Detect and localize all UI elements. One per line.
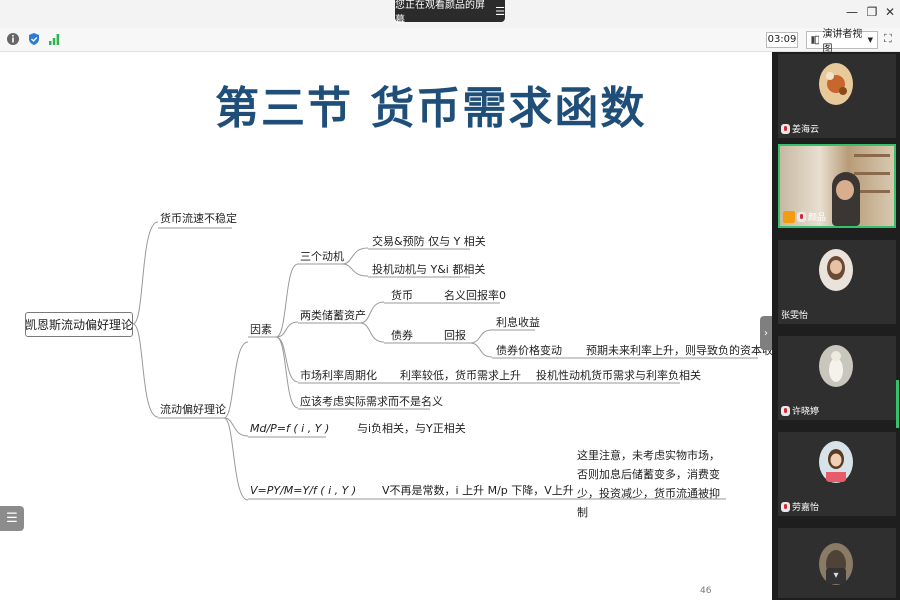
close-icon[interactable]: ✕ xyxy=(884,5,896,19)
speaker-view-button[interactable]: 演讲者视图 ▼ xyxy=(806,29,878,55)
mindmap-node-md-formula: Md/P=f ( i , Y ) xyxy=(250,422,330,435)
host-icon xyxy=(783,210,795,223)
panel-scroll-indicator[interactable] xyxy=(896,380,899,428)
chevron-down-icon: ▼ xyxy=(867,36,873,44)
participant-name-row: 姜海云 xyxy=(781,122,819,135)
participant-name: 姜海云 xyxy=(792,125,820,135)
mindmap-node-factors: 因素 xyxy=(250,323,272,336)
bookshelf xyxy=(854,154,890,157)
muted-mic-icon xyxy=(781,501,790,512)
participant-tile[interactable]: 许晓婷 xyxy=(778,336,896,420)
minimize-icon[interactable]: — xyxy=(846,5,858,19)
mindmap-connectors xyxy=(132,221,758,501)
participant-face xyxy=(836,180,854,200)
avatar xyxy=(819,63,853,105)
mindmap-node-bond-price-change: 债券价格变动 xyxy=(496,344,562,357)
mindmap-node-unstable-velocity: 货币流速不稳定 xyxy=(160,212,237,225)
muted-mic-icon xyxy=(781,405,790,416)
mindmap-node-rate-cycle: 市场利率周期化 xyxy=(300,369,377,382)
slide-menu-button[interactable]: ☰ xyxy=(0,506,24,531)
mindmap-node-two-assets: 两类储蓄资产 xyxy=(300,309,366,322)
view-layout-icon xyxy=(811,35,820,45)
info-icon[interactable] xyxy=(6,32,20,46)
screen-share-notice[interactable]: 您正在观看颜品的屏幕 ☰ xyxy=(395,0,505,26)
muted-mic-icon xyxy=(797,211,806,222)
meeting-timer: 03:09 xyxy=(766,32,798,48)
mindmap-node-return: 回报 xyxy=(444,329,466,342)
shared-slide: 第三节 货币需求函数 xyxy=(0,52,784,600)
chevron-right-icon: › xyxy=(764,327,768,339)
restore-icon[interactable]: ❐ xyxy=(866,5,878,19)
mindmap-node-v-relation: V不再是常数，i 上升 M/p 下降，V上升 xyxy=(382,484,574,497)
participant-tile[interactable]: 劳嘉怡 xyxy=(778,432,896,516)
speaker-view-label: 演讲者视图 xyxy=(822,29,863,55)
participant-tile[interactable] xyxy=(778,528,896,598)
participants-panel: 姜海云 颜品 张雯怡 许晓婷 xyxy=(772,52,900,600)
window-title-bar: 您正在观看颜品的屏幕 ☰ — ❐ ✕ xyxy=(0,0,900,28)
participant-name: 劳嘉怡 xyxy=(792,503,820,513)
mindmap-node-v-note: 这里注意，未考虑实物市场，否则加息后储蓄变多，消费变少，投资减少，货币流通被抑制 xyxy=(577,449,720,519)
avatar xyxy=(819,441,853,483)
mindmap-node-transaction-motive: 交易&预防 仅与 Y 相关 xyxy=(372,235,486,248)
mindmap-node-liquidity-preference: 流动偏好理论 xyxy=(160,403,226,416)
fullscreen-icon[interactable]: ⛶ xyxy=(884,32,892,45)
bookshelf xyxy=(854,172,890,175)
share-notice-text: 您正在观看颜品的屏幕 xyxy=(395,0,485,26)
participant-name: 许晓婷 xyxy=(792,407,820,417)
menu-lines-icon[interactable]: ☰ xyxy=(495,4,505,18)
mindmap-node-low-rate: 利率较低，货币需求上升 xyxy=(400,369,521,382)
participant-name: 张雯怡 xyxy=(781,311,809,321)
mindmap-node-real-demand: 应该考虑实际需求而不是名义 xyxy=(300,395,443,408)
mindmap-node-interest-income: 利息收益 xyxy=(496,316,540,329)
mindmap-node-three-motives: 三个动机 xyxy=(300,250,344,263)
slide-page-number: 46 xyxy=(700,586,712,596)
mindmap-node-v-formula: V=PY/M=Y/f ( i , Y ) xyxy=(250,484,357,497)
mindmap-node-md-relation: 与i负相关，与Y正相关 xyxy=(357,422,466,435)
avatar xyxy=(819,249,853,291)
participant-tile[interactable]: 张雯怡 xyxy=(778,240,896,324)
mindmap-node-bond-price-note: 预期未来利率上升，则导致负的资本收益 xyxy=(586,344,784,357)
participant-name-row: 张雯怡 xyxy=(781,308,808,321)
list-icon: ☰ xyxy=(6,511,18,526)
shield-icon[interactable] xyxy=(27,32,41,46)
slide-title: 第三节 货币需求函数 xyxy=(215,83,647,134)
participant-tile[interactable]: 姜海云 xyxy=(778,54,896,138)
meeting-toolbar: 03:09 演讲者视图 ▼ ⛶ xyxy=(0,28,900,55)
mindmap-node-speculative-demand: 投机性动机货币需求与利率负相关 xyxy=(536,369,701,382)
mindmap-node-money: 货币 xyxy=(391,289,413,302)
mindmap-node-bond: 债券 xyxy=(391,329,413,342)
panel-collapse-toggle[interactable]: › xyxy=(760,316,772,350)
mindmap-node-speculative-motive: 投机动机与 Y&i 都相关 xyxy=(372,263,486,276)
participant-name-row: 劳嘉怡 xyxy=(781,500,819,513)
bookshelf xyxy=(854,190,890,193)
participant-name-row: 许晓婷 xyxy=(781,404,819,417)
chevron-down-icon[interactable]: ▾ xyxy=(826,568,846,584)
avatar xyxy=(819,345,853,387)
mindmap-node-money-return: 名义回报率0 xyxy=(444,289,506,302)
participant-name-row: 颜品 xyxy=(783,210,826,223)
mindmap-root: 凯恩斯流动偏好理论 xyxy=(25,312,133,337)
signal-icon[interactable] xyxy=(47,32,61,46)
muted-mic-icon xyxy=(781,123,790,134)
participant-tile-active-speaker[interactable]: 颜品 xyxy=(778,144,896,228)
participant-name: 颜品 xyxy=(808,213,827,223)
